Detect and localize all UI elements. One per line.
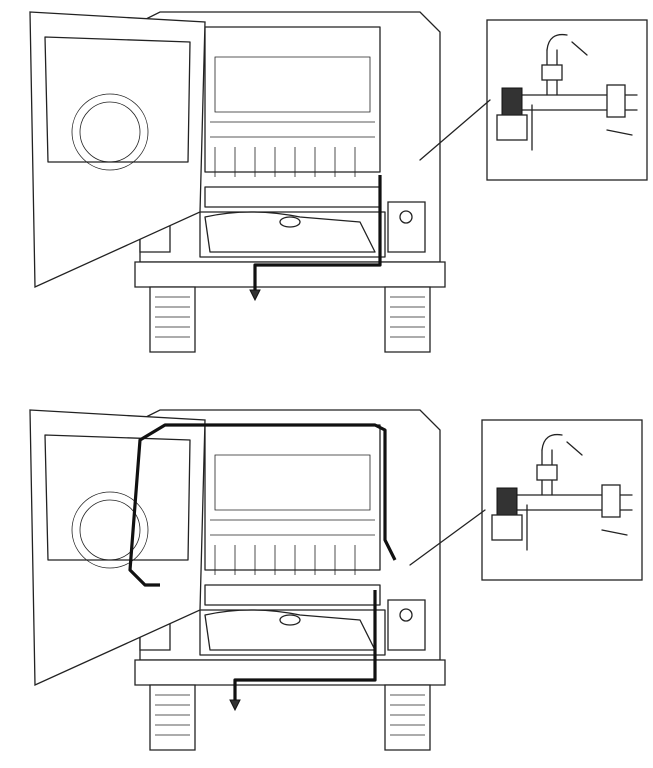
routed-hose-frame <box>128 423 397 587</box>
top-panel <box>29 11 648 353</box>
vehicle-rear-view-bottom <box>29 409 446 751</box>
flow-arrow-bottom <box>229 699 241 712</box>
bottom-panel <box>29 409 643 751</box>
detail-inset-top <box>486 19 648 181</box>
flow-arrow-top <box>249 289 261 302</box>
leader-line-bottom <box>409 509 486 566</box>
detail-inset-bottom <box>481 419 643 581</box>
drain-hose-bottom <box>233 590 377 700</box>
leader-line-top <box>419 99 491 161</box>
drain-hose-top <box>253 175 382 290</box>
vehicle-rear-view-top <box>29 11 446 353</box>
